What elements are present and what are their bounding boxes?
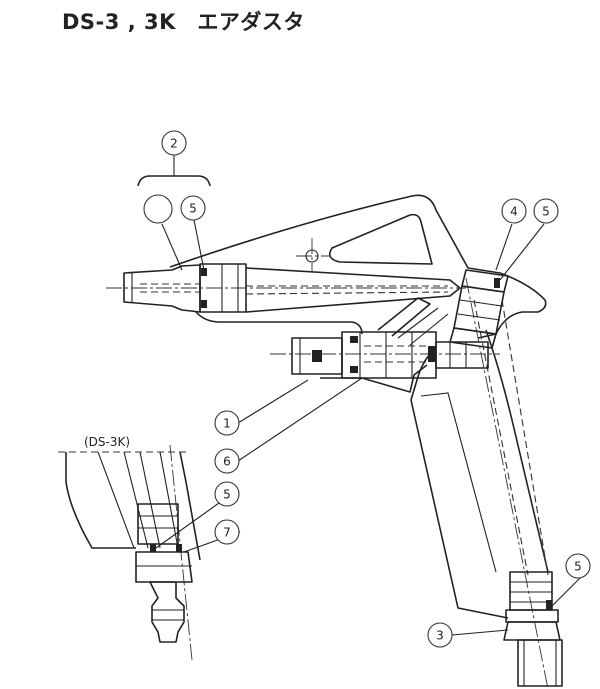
balloon-4: 4 xyxy=(501,198,527,224)
valve-assembly xyxy=(291,331,489,379)
svg-text:4: 4 xyxy=(510,205,518,219)
balloon-group: 2 5 4 5 1 6 5 7 xyxy=(143,130,591,648)
svg-text:5: 5 xyxy=(189,202,197,216)
bracket-group xyxy=(137,175,211,187)
svg-text:5: 5 xyxy=(542,205,550,219)
balloon-blank xyxy=(143,194,173,224)
nozzle-assembly xyxy=(123,263,461,335)
balloon-7: 7 xyxy=(214,519,240,545)
balloon-5-left: 5 xyxy=(214,481,240,507)
leader-lines xyxy=(155,219,581,636)
svg-text:3: 3 xyxy=(436,629,444,643)
inlet-fitting-upper xyxy=(449,269,509,349)
svg-text:6: 6 xyxy=(223,455,231,469)
balloon-1: 1 xyxy=(214,410,240,436)
svg-text:5: 5 xyxy=(223,488,231,502)
hose-fitting-lower xyxy=(503,571,563,687)
balloon-5-nozzle: 5 xyxy=(180,195,206,221)
page-title: DS-3 , 3K エアダスタ xyxy=(62,10,305,34)
balloon-6: 6 xyxy=(214,448,240,474)
balloon-2: 2 xyxy=(161,130,187,156)
balloon-5-bottom: 5 xyxy=(565,553,591,579)
svg-text:2: 2 xyxy=(170,137,178,151)
ds-3k-variant xyxy=(58,451,201,643)
balloon-3: 3 xyxy=(427,622,453,648)
variant-label: (DS-3K) xyxy=(84,435,130,449)
balloon-5-inlet: 5 xyxy=(533,198,559,224)
center-mark xyxy=(305,249,319,263)
svg-text:7: 7 xyxy=(223,526,231,540)
svg-text:1: 1 xyxy=(223,417,231,431)
svg-text:5: 5 xyxy=(574,560,582,574)
